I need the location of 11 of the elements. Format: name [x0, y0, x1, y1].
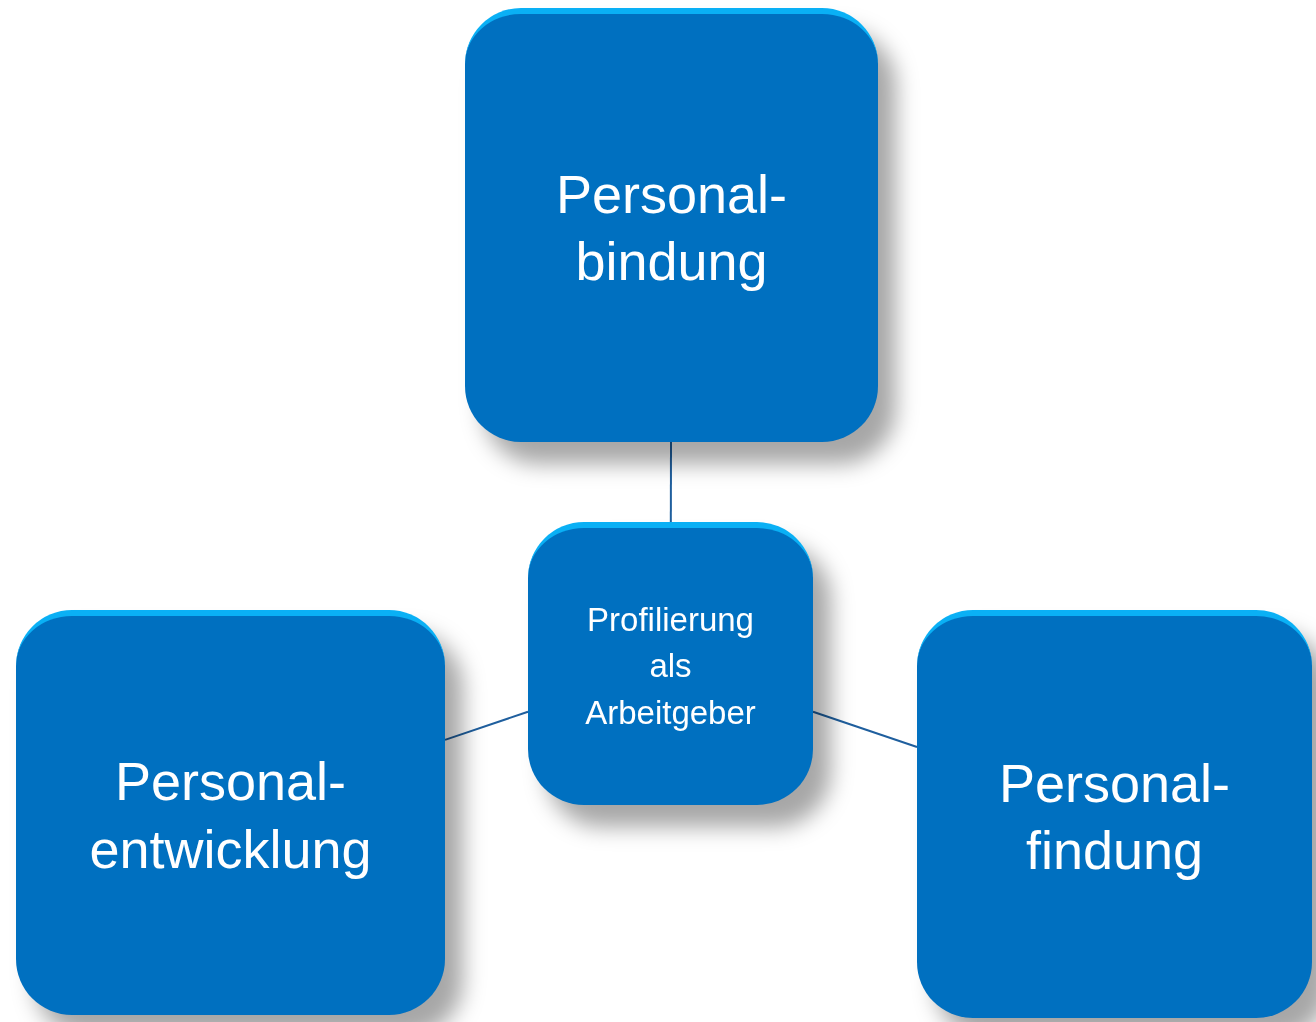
rounded-box — [465, 8, 878, 442]
rounded-box — [917, 610, 1312, 1018]
box-label: Personal- findung — [997, 751, 1232, 882]
box-label: Personal- entwicklung — [88, 750, 373, 881]
connector-line — [444, 710, 529, 741]
connector-line — [669, 441, 672, 523]
connector-line — [812, 710, 918, 749]
box-label: Personal- bindung — [554, 162, 789, 293]
rounded-box — [16, 610, 445, 1015]
rounded-box — [528, 522, 813, 805]
box-label: Profilierung als Arbeitgeber — [584, 600, 757, 733]
